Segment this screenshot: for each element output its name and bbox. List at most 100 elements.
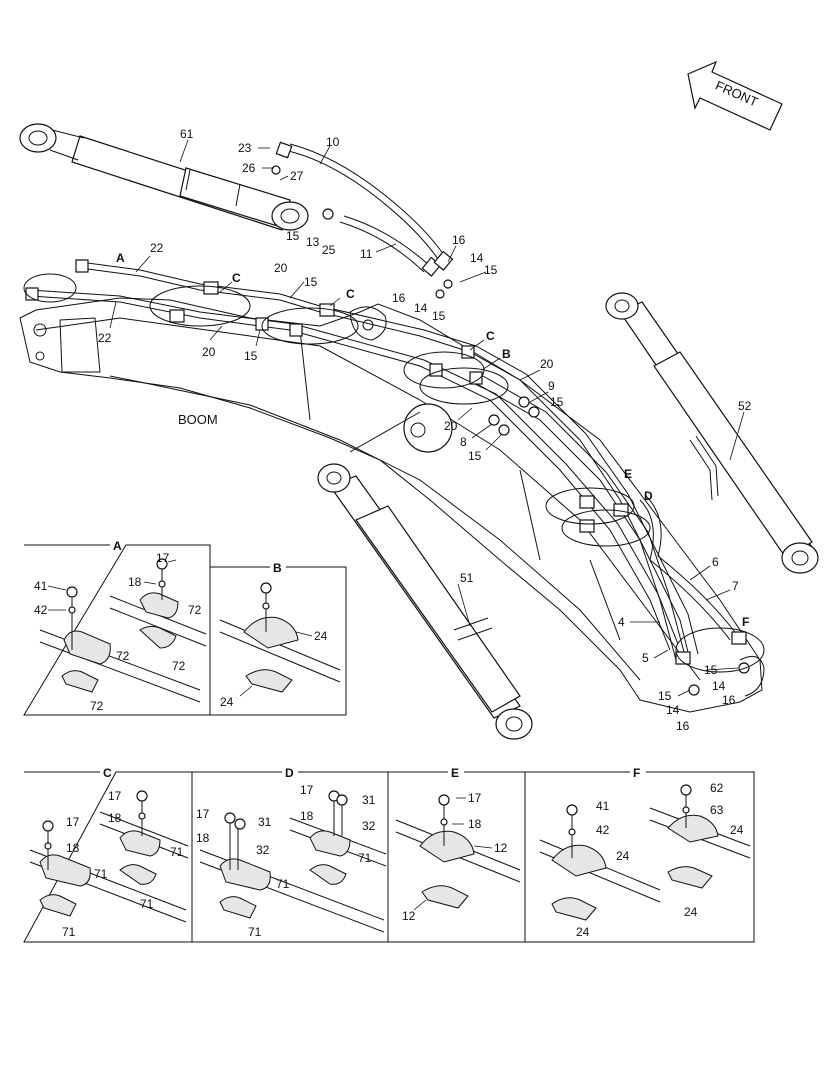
part-label: 20 [202, 345, 216, 359]
boom-cylinder-52 [605, 292, 819, 574]
part-label: 72 [116, 649, 130, 663]
part-label: 41 [596, 799, 610, 813]
part-label: 25 [322, 243, 336, 257]
part-label: 15 [304, 275, 318, 289]
main-part-labels: 61 10 23 26 27 15 13 25 11 16 14 15 16 1… [98, 127, 752, 733]
detail-box-f: F 62 63 24 41 42 24 24 24 [525, 766, 755, 943]
part-label: 16 [392, 291, 406, 305]
detail-title: A [113, 539, 122, 553]
part-label: 15 [550, 395, 564, 409]
part-label: 8 [460, 435, 467, 449]
part-label: 12 [402, 909, 416, 923]
detail-callout: C [232, 271, 241, 285]
part-label: 23 [238, 141, 252, 155]
part-label: 63 [710, 803, 724, 817]
detail-callout: C [346, 287, 355, 301]
part-label: 17 [108, 789, 122, 803]
part-label: 71 [140, 897, 154, 911]
part-label: 24 [730, 823, 744, 837]
detail-callout: B [502, 347, 511, 361]
part-label: 41 [34, 579, 48, 593]
part-label: 26 [242, 161, 256, 175]
part-label: 24 [684, 905, 698, 919]
part-label: 17 [66, 815, 80, 829]
part-label: 18 [128, 575, 142, 589]
boom-label: BOOM [178, 412, 218, 427]
detail-callout: D [644, 489, 653, 503]
detail-callout: A [116, 251, 125, 265]
detail-box-b: B 24 24 [210, 561, 347, 716]
part-label: 17 [196, 807, 210, 821]
part-label: 71 [62, 925, 76, 939]
detail-box-a: A 17 18 41 42 72 72 72 72 [23, 539, 211, 716]
part-label: 62 [710, 781, 724, 795]
part-label: 18 [468, 817, 482, 831]
part-label: 20 [444, 419, 458, 433]
part-label: 15 [286, 229, 300, 243]
detail-title: D [285, 766, 294, 780]
part-label: 17 [300, 783, 314, 797]
part-label: 15 [432, 309, 446, 323]
detail-title: E [451, 766, 459, 780]
upper-hoses [271, 141, 454, 299]
detail-callout: F [742, 615, 749, 629]
part-label: 24 [576, 925, 590, 939]
part-label: 4 [618, 615, 625, 629]
leader-lines [109, 139, 745, 697]
part-label: 17 [468, 791, 482, 805]
arm-pipes [23, 259, 765, 696]
part-label: 31 [362, 793, 376, 807]
part-label: 52 [738, 399, 752, 413]
part-label: 14 [666, 703, 680, 717]
part-label: 71 [276, 877, 290, 891]
part-label: 24 [220, 695, 234, 709]
part-label: 24 [616, 849, 630, 863]
part-label: 15 [704, 663, 718, 677]
boom-cylinder-51 [317, 463, 533, 740]
part-label: 71 [358, 851, 372, 865]
detail-title: F [633, 766, 640, 780]
part-label: 14 [414, 301, 428, 315]
part-label: 31 [258, 815, 272, 829]
part-label: 7 [732, 579, 739, 593]
part-label: 16 [676, 719, 690, 733]
detail-callout: C [486, 329, 495, 343]
part-label: 51 [460, 571, 474, 585]
part-label: 24 [314, 629, 328, 643]
boom-structure [19, 297, 765, 713]
part-label: 15 [484, 263, 498, 277]
part-label: 20 [540, 357, 554, 371]
detail-box-e: E 17 18 12 12 [388, 766, 526, 943]
part-label: 15 [244, 349, 258, 363]
detail-title: C [103, 766, 112, 780]
part-label: 14 [470, 251, 484, 265]
part-label: 11 [360, 247, 373, 261]
front-arrow-icon: FRONT [687, 60, 783, 131]
part-label: 22 [150, 241, 164, 255]
part-label: 32 [362, 819, 376, 833]
part-label: 71 [248, 925, 262, 939]
part-label: 72 [188, 603, 202, 617]
detail-box-c: C 17 18 17 18 71 71 71 71 [23, 766, 193, 943]
part-label: 15 [658, 689, 672, 703]
part-label: 16 [722, 693, 736, 707]
part-label: 9 [548, 379, 555, 393]
part-label: 61 [180, 127, 194, 141]
detail-callout: E [624, 467, 632, 481]
part-label: 13 [306, 235, 320, 249]
part-label: 32 [256, 843, 270, 857]
detail-box-d: D 17 31 18 32 71 17 31 18 32 71 71 [192, 766, 389, 943]
arm-cylinder [19, 123, 309, 231]
part-label: 14 [712, 679, 726, 693]
part-label: 16 [452, 233, 466, 247]
part-label: 5 [642, 651, 649, 665]
part-label: 72 [90, 699, 104, 713]
part-label: 18 [108, 811, 122, 825]
part-label: 71 [94, 867, 108, 881]
part-label: 18 [66, 841, 80, 855]
part-label: 12 [494, 841, 508, 855]
part-label: 72 [172, 659, 186, 673]
part-label: 6 [712, 555, 719, 569]
part-label: 42 [596, 823, 610, 837]
